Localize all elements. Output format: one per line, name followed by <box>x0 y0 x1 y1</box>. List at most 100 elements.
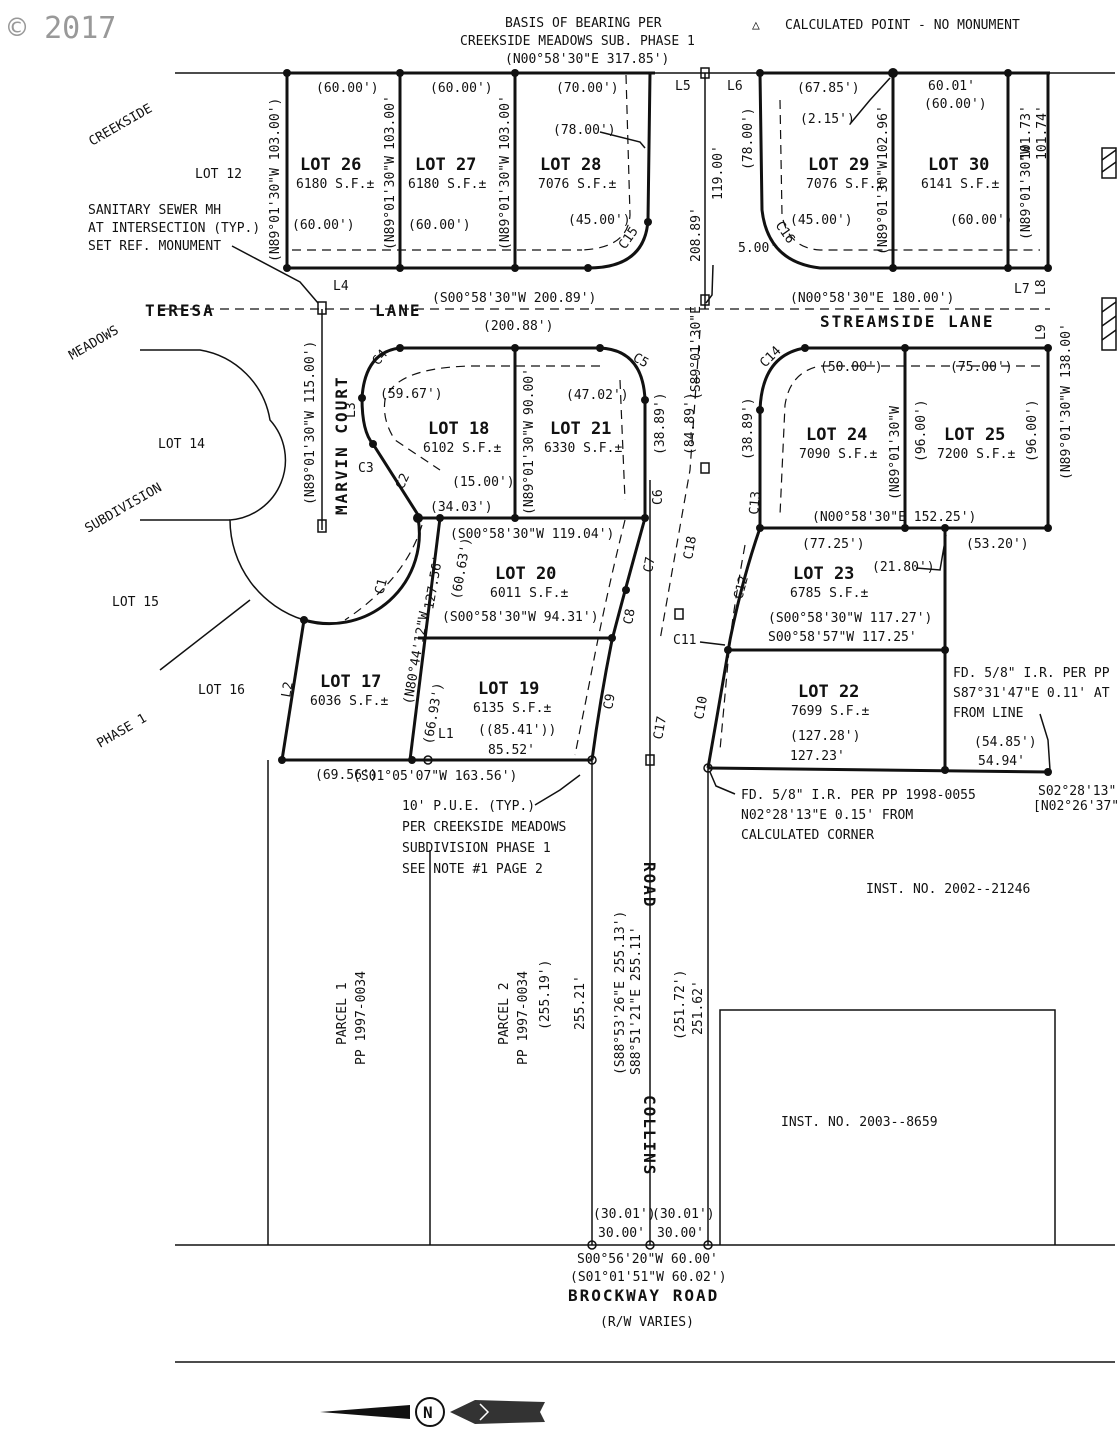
north-arrow-icon: N <box>320 1397 545 1427</box>
lot-12-label: LOT 12 <box>195 167 242 182</box>
line-label-l9: L9 <box>1034 324 1049 340</box>
sewer-note-leader <box>231 245 319 304</box>
dim-label: (15.00') <box>452 475 515 490</box>
lot-27-name: LOT 27 <box>415 155 476 175</box>
lot-19-area: 6135 S.F.± <box>473 701 551 716</box>
dim-label: S02°28'13" <box>1038 784 1116 799</box>
dim-label: (N89°01'30"W 103.00') <box>268 98 283 262</box>
lot-29-name: LOT 29 <box>808 155 869 175</box>
lot-16-label: LOT 16 <box>198 683 245 698</box>
lot-22-name: LOT 22 <box>798 682 859 702</box>
dim-label: (60.00') <box>924 97 987 112</box>
curve-label-c17: C17 <box>651 715 670 741</box>
dim-label: (45.00') <box>790 213 853 228</box>
inst-2002-label: INST. NO. 2002--21246 <box>866 882 1030 897</box>
curve-label-c8: C8 <box>621 608 638 626</box>
dim-label: (75.00') <box>950 360 1013 375</box>
curve-label-c14: C14 <box>757 343 784 370</box>
dim-label: (S89°01'30"E <box>689 306 704 400</box>
dim-label: S00°56'20"W 60.00' <box>577 1252 718 1267</box>
dim-label: (N89°01'30"W <box>522 421 537 515</box>
line-label-l5: L5 <box>675 79 691 94</box>
pue-note-leader <box>534 774 581 806</box>
dim-label: (S01°05'07"W 163.56') <box>353 769 517 784</box>
sewer-note-line2: AT INTERSECTION (TYP.) <box>88 221 260 236</box>
vertical-dimension-labels: (N89°01'30"W 103.00') 103.00' (N89°01'30… <box>268 95 1074 1075</box>
dim-label: S00°58'57"W 117.25' <box>768 630 917 645</box>
dim-label: (N89°01'30"W <box>498 156 513 250</box>
dim-label: (S01°01'51"W 60.02') <box>570 1270 727 1285</box>
dim-label: (N89°01'30"W <box>1019 146 1034 240</box>
lot-24-name: LOT 24 <box>806 425 867 445</box>
line-label-l6: L6 <box>727 79 743 94</box>
lot-18-name: LOT 18 <box>428 419 489 439</box>
lot-20-name: LOT 20 <box>495 564 556 584</box>
dim-label: 119.00' <box>711 145 726 200</box>
dim-label: (38.89') <box>741 397 756 460</box>
phase-label: PHASE 1 <box>95 711 150 751</box>
dim-label: 103.00' <box>498 95 513 150</box>
basis-of-bearing-line1: BASIS OF BEARING PER <box>505 16 662 31</box>
dimension-labels: (60.00') (60.00') (70.00') (67.85') 60.0… <box>292 79 1119 1285</box>
lot-23-area: 6785 S.F.± <box>790 586 868 601</box>
curve-label-c5: C5 <box>630 350 651 371</box>
dim-label: 30.00' <box>657 1226 704 1241</box>
dim-label: 54.94' <box>978 754 1025 769</box>
pue-note-line2: PER CREEKSIDE MEADOWS <box>402 820 566 835</box>
dim-label: (S00°58'30"W 117.27') <box>768 611 932 626</box>
curve-label-c9: C9 <box>601 693 618 711</box>
parcel-2-label: PARCEL 2 <box>497 982 512 1045</box>
lot-21-name: LOT 21 <box>550 419 611 439</box>
dim-label: (30.01') <box>593 1207 656 1222</box>
iron-rod-note-2-line1: FD. 5/8" I.R. PER PP <box>953 666 1110 681</box>
dim-label: (30.01') <box>652 1207 715 1222</box>
dim-label: (45.00') <box>568 213 631 228</box>
dim-label: 103.00' <box>383 95 398 150</box>
marvin-court-label: MARVIN COURT <box>332 375 351 515</box>
dim-label: (38.89') <box>653 392 668 455</box>
parcel-1-label: PARCEL 1 <box>335 982 350 1045</box>
streamside-lane-label: STREAMSIDE LANE <box>820 312 995 331</box>
lot-18-area: 6102 S.F.± <box>423 441 501 456</box>
dim-label: 30.00' <box>598 1226 645 1241</box>
line-label-l8: L8 <box>1034 279 1049 295</box>
lot-19-name: LOT 19 <box>478 679 539 699</box>
dim-label: 60.01' <box>928 79 975 94</box>
dim-label: (N00°58'30"E 180.00') <box>790 291 954 306</box>
iron-rod-note-2-line3: FROM LINE <box>953 706 1023 721</box>
dim-label: (96.00') <box>1025 399 1040 462</box>
line-label-l3: L3 <box>344 402 359 418</box>
dim-label: (255.19') <box>538 960 553 1030</box>
line-curve-labels: L1 L2 L3 L4 L5 L6 L7 L8 L9 C1 C2 C3 C4 C… <box>279 79 1049 742</box>
teresa-label: TERESA <box>145 301 215 320</box>
dim-label: (21.80') <box>872 560 935 575</box>
legend-text: CALCULATED POINT - NO MONUMENT <box>785 18 1020 33</box>
dim-label: 5.00' <box>738 241 777 256</box>
dim-label: (59.67') <box>380 387 443 402</box>
dim-label: ((85.41')) <box>478 723 556 738</box>
lot-27-area: 6180 S.F.± <box>408 177 486 192</box>
dim-label: (53.20') <box>966 537 1029 552</box>
basis-of-bearing-line2: CREEKSIDE MEADOWS SUB. PHASE 1 <box>460 34 695 49</box>
dim-label: (2.15') <box>800 112 855 127</box>
lot-17-name: LOT 17 <box>320 672 381 692</box>
dim-label: (50.00') <box>820 360 883 375</box>
dim-label: (77.25') <box>802 537 865 552</box>
dim-label: (S88°53'26"E 255.13') <box>613 911 628 1075</box>
brockway-road-label: BROCKWAY ROAD <box>568 1286 719 1305</box>
north-label: N <box>423 1403 433 1422</box>
iron-rod-note-1-line2: N02°28'13"E 0.15' FROM <box>741 808 913 823</box>
curve-label-c13: C13 <box>747 491 764 516</box>
lot-26-name: LOT 26 <box>300 155 361 175</box>
dim-label: S88°51'21"E 255.11' <box>629 926 644 1075</box>
dim-label: 90.00' <box>522 368 537 415</box>
pue-note-line1: 10' P.U.E. (TYP.) <box>402 799 535 814</box>
monument-points <box>278 67 1117 1250</box>
lot-28-area: 7076 S.F.± <box>538 177 616 192</box>
dim-label: (60.00') <box>430 81 493 96</box>
sewer-note-line1: SANITARY SEWER MH <box>88 203 221 218</box>
lot-21-area: 6330 S.F.± <box>544 441 622 456</box>
curve-label-c2: C2 <box>393 471 413 492</box>
dim-label: (S00°58'30"W 200.89') <box>432 291 596 306</box>
curve-label-c7: C7 <box>641 556 658 574</box>
